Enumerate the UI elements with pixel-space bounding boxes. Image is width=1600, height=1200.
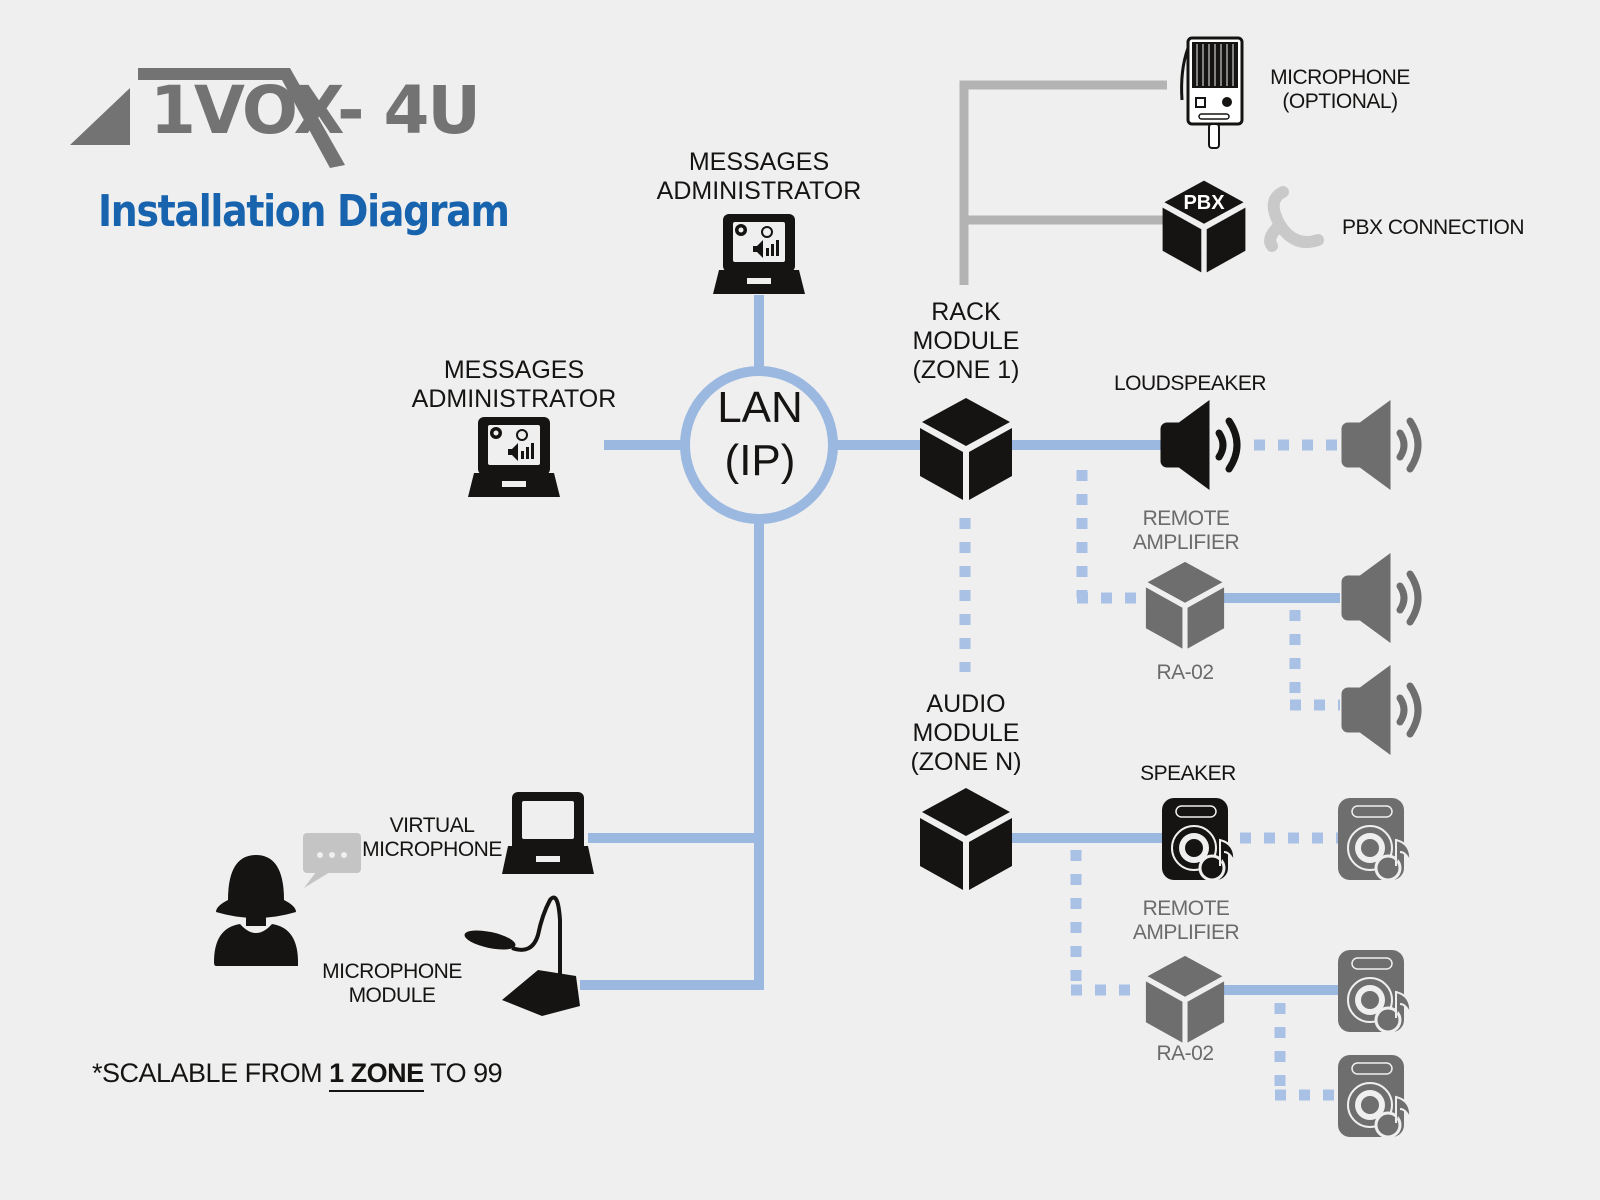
remote-amplifier-cube-icon bbox=[1145, 561, 1225, 649]
label-line: (ZONE 1) bbox=[912, 355, 1020, 384]
label-line: MODULE bbox=[348, 984, 436, 1008]
lan-hub-line2: (IP) bbox=[724, 435, 796, 485]
network-lines bbox=[580, 295, 1342, 995]
analog-lines bbox=[959, 80, 1167, 285]
remote-amplifier-model: RA-02 bbox=[1156, 1042, 1214, 1065]
label-line: MICROPHONE bbox=[322, 960, 462, 983]
remote-amplifier-model: RA-02 bbox=[1156, 661, 1214, 684]
user-speaking-icon bbox=[214, 855, 298, 966]
remote-amplifier-label: REMOTE AMPLIFIER bbox=[1110, 897, 1262, 945]
speaker-box-icon bbox=[1336, 1053, 1412, 1139]
handheld-microphone-icon bbox=[1180, 36, 1244, 149]
label-line: AMPLIFIER bbox=[1132, 921, 1240, 945]
label-line: AUDIO bbox=[926, 690, 1006, 718]
label-line: REMOTE bbox=[1142, 507, 1230, 530]
loudspeaker-icon bbox=[1342, 554, 1418, 642]
lan-hub-label: LAN (IP) bbox=[686, 382, 834, 488]
lan-hub-line1: LAN bbox=[717, 383, 803, 432]
laptop-admin-icon bbox=[712, 213, 806, 295]
footer-prefix: *SCALABLE FROM bbox=[92, 1058, 330, 1088]
microphone-module-label: MICROPHONE MODULE bbox=[322, 960, 462, 1008]
link-microphone-optional bbox=[959, 80, 1167, 285]
label-line: AMPLIFIER bbox=[1132, 531, 1240, 555]
laptop-icon bbox=[502, 792, 594, 874]
label-line: MESSAGES bbox=[688, 148, 830, 176]
label-line: MICROPHONE bbox=[362, 838, 502, 862]
label-line: ADMINISTRATOR bbox=[656, 176, 862, 205]
loudspeaker-label: LOUDSPEAKER bbox=[1113, 372, 1267, 395]
label-line: MICROPHONE bbox=[1270, 66, 1410, 89]
label-line: VIRTUAL bbox=[389, 814, 475, 837]
pbx-badge: PBX bbox=[1183, 192, 1225, 214]
label-line: REMOTE bbox=[1142, 897, 1230, 920]
rack-module-cube-icon bbox=[920, 398, 1012, 500]
scalability-note: *SCALABLE FROM 1 ZONE TO 99 bbox=[92, 1058, 503, 1092]
logo-text: 1VOX- 4U bbox=[150, 72, 481, 149]
messages-admin-left-label: MESSAGES ADMINISTRATOR bbox=[398, 356, 630, 414]
label-line: (OPTIONAL) bbox=[1282, 90, 1398, 114]
label-line: MODULE bbox=[912, 326, 1020, 355]
phone-handset-icon bbox=[1264, 186, 1324, 252]
speaker-box-icon bbox=[1336, 796, 1412, 882]
speech-bubble-icon bbox=[303, 833, 361, 888]
remote-amplifier-label: REMOTE AMPLIFIER bbox=[1110, 507, 1262, 555]
audio-module-cube-icon bbox=[920, 788, 1012, 890]
footer-suffix: TO 99 bbox=[423, 1058, 503, 1088]
loudspeaker-icon bbox=[1342, 666, 1418, 754]
speaker-box-icon bbox=[1336, 948, 1412, 1034]
label-line: (ZONE N) bbox=[910, 747, 1022, 776]
loudspeaker-icon bbox=[1161, 401, 1237, 489]
remote-amplifier-cube-icon bbox=[1145, 955, 1225, 1043]
speaker-label: SPEAKER bbox=[1140, 762, 1236, 785]
rack-module-label: RACK MODULE (ZONE 1) bbox=[900, 298, 1032, 384]
desk-microphone-icon bbox=[464, 895, 580, 1016]
page-title: Installation Diagram bbox=[98, 186, 510, 237]
speaker-box-icon bbox=[1160, 796, 1236, 882]
virtual-microphone-label: VIRTUAL MICROPHONE bbox=[362, 814, 502, 862]
footer-emphasis: 1 ZONE bbox=[329, 1058, 424, 1092]
label-line: ADMINISTRATOR bbox=[411, 384, 617, 413]
label-line: MODULE bbox=[912, 718, 1020, 747]
logo-mark bbox=[70, 68, 345, 168]
pbx-connection-label: PBX CONNECTION bbox=[1342, 216, 1525, 239]
label-line: MESSAGES bbox=[443, 356, 585, 384]
microphone-optional-label: MICROPHONE (OPTIONAL) bbox=[1270, 66, 1410, 114]
audio-module-label: AUDIO MODULE (ZONE N) bbox=[900, 690, 1032, 776]
laptop-admin-icon bbox=[467, 416, 561, 498]
label-line: RACK bbox=[931, 298, 1001, 326]
messages-admin-top-label: MESSAGES ADMINISTRATOR bbox=[640, 148, 878, 206]
loudspeaker-icon bbox=[1342, 401, 1418, 489]
dotted-lines bbox=[959, 439, 1340, 1101]
